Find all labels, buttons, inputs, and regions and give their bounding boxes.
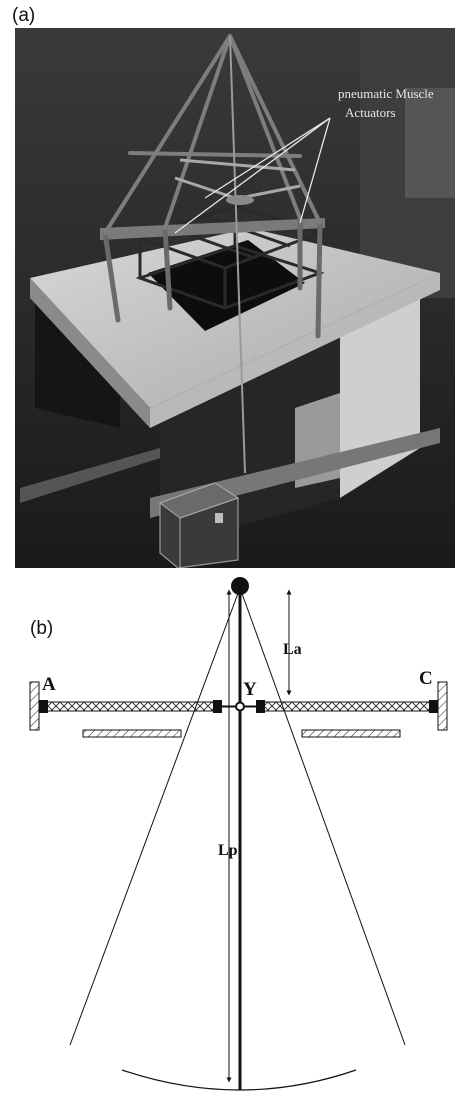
guide-right xyxy=(301,729,401,738)
panel-b-label: (b) xyxy=(30,618,54,639)
wall-mount-left xyxy=(29,681,40,731)
connector-right-end xyxy=(429,700,438,713)
actuator-right xyxy=(261,701,433,712)
point-y-label: Y xyxy=(243,679,257,700)
panel-a-label: (a) xyxy=(12,5,36,26)
table-top xyxy=(30,228,440,408)
weight-box xyxy=(158,482,240,568)
actuator-bars xyxy=(174,158,301,200)
back-wall-light xyxy=(405,88,455,198)
connector-left-end xyxy=(39,700,48,713)
point-c-label: C xyxy=(419,668,433,689)
guide-left xyxy=(82,729,182,738)
pivot-ball xyxy=(231,577,249,595)
pendulum-schematic: A Y C La Lp xyxy=(29,577,448,1091)
swing-boundary-right xyxy=(239,587,406,1046)
connector-left-inner xyxy=(213,700,222,713)
annotation-line-1: pneumatic Muscle xyxy=(338,86,434,101)
wall-mount-right xyxy=(437,681,448,731)
table-edge-right xyxy=(150,273,440,428)
pivot-disk xyxy=(226,195,254,205)
lp-label: Lp xyxy=(218,842,238,859)
actuator-left xyxy=(44,701,216,712)
pyramid-legs xyxy=(102,215,323,339)
rig-rendering: pneumatic Muscle Actuators xyxy=(15,28,455,568)
swing-boundary-left xyxy=(69,587,241,1046)
center-joint-y xyxy=(235,701,245,712)
cross-beam xyxy=(100,218,325,240)
rail-back xyxy=(20,448,160,503)
point-a-label: A xyxy=(42,674,56,695)
pendulum-rod xyxy=(229,35,246,474)
annotation-leaders xyxy=(174,117,331,234)
connector-right-inner xyxy=(256,700,265,713)
annotation-line-2: Actuators xyxy=(345,105,396,120)
la-label: La xyxy=(283,641,302,658)
table-edge-front xyxy=(30,278,150,428)
